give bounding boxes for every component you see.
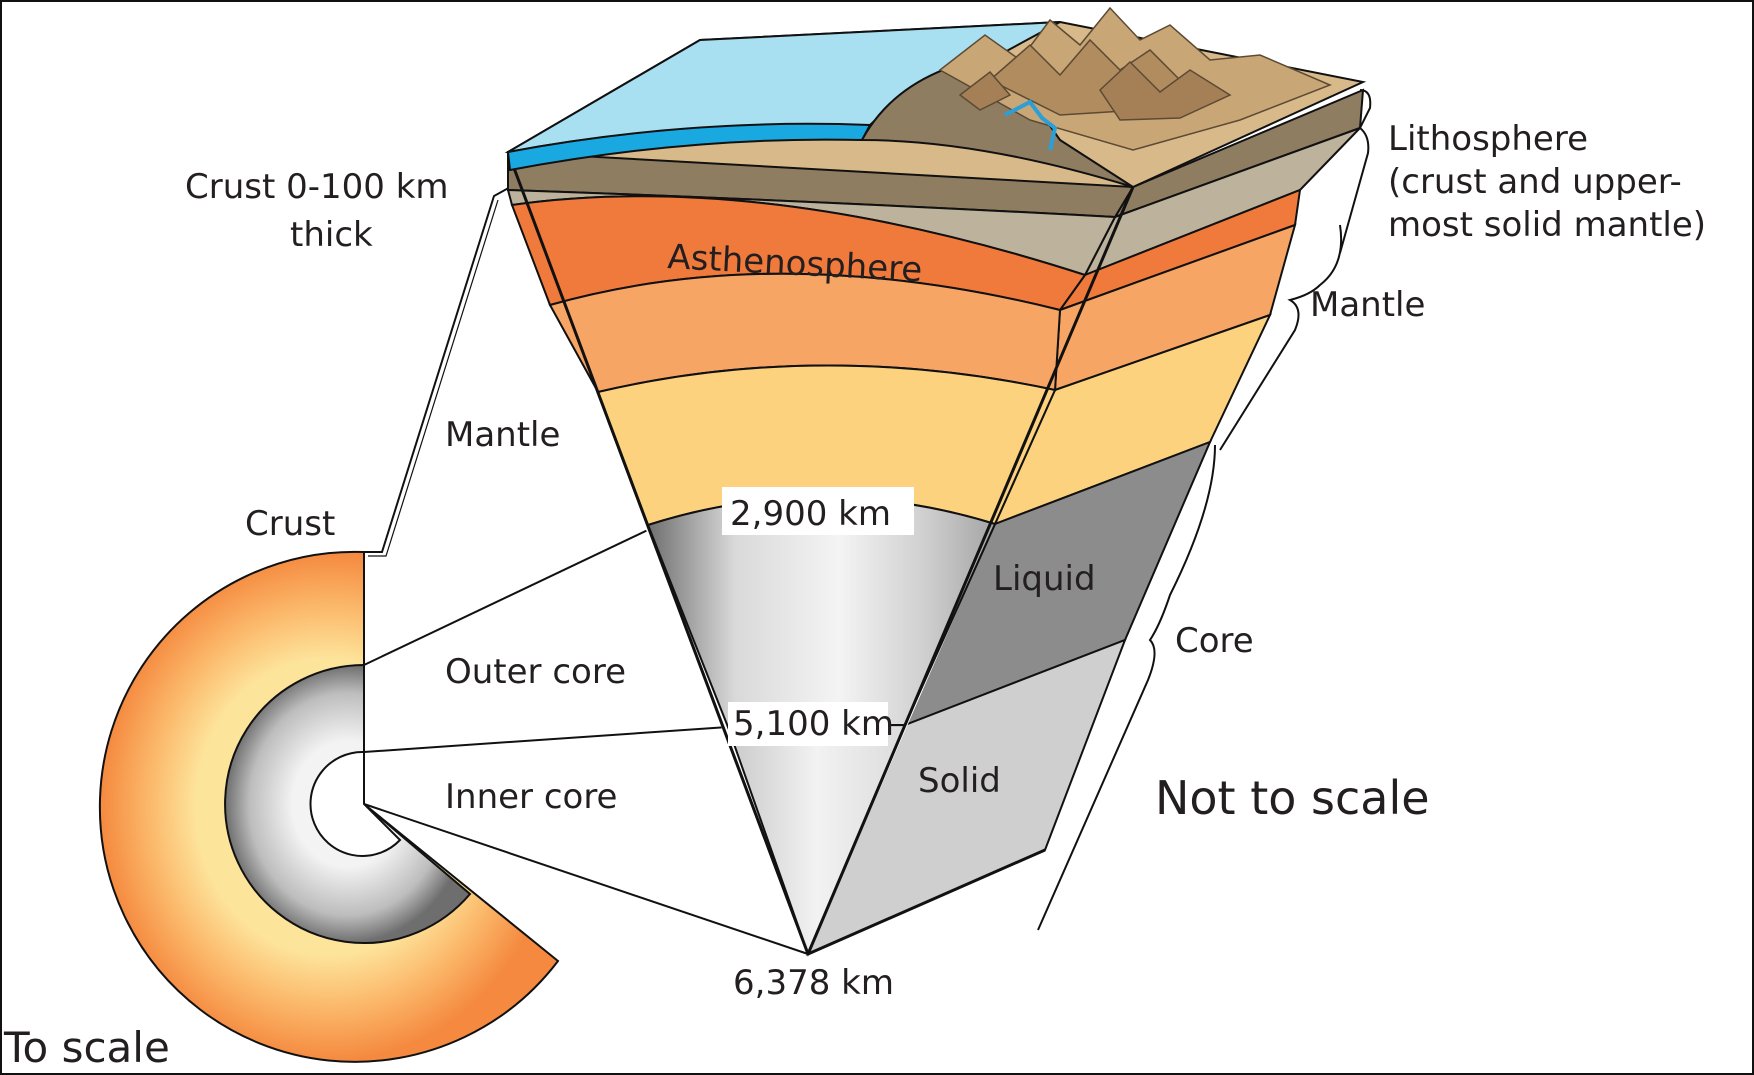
to-scale-cross-section [98, 184, 809, 1063]
right-braces [1037, 89, 1372, 931]
mantle-right-label: Mantle [1310, 285, 1425, 325]
depth-5100-bg [728, 702, 888, 746]
outer-core-label: Outer core [445, 652, 626, 692]
depth-5100-label: 5,100 km [733, 704, 894, 744]
depth-6378-label: 6,378 km [733, 963, 894, 1003]
outer-core-connector [363, 527, 653, 666]
crust-thickness-label-line1: Crust 0-100 km [185, 167, 449, 207]
continental-slope [860, 53, 1134, 188]
liquid-label: Liquid [993, 559, 1096, 599]
inner-core-label: Inner core [445, 777, 617, 817]
wedge-bottom-right-edge [807, 848, 1046, 956]
earth-wedge [504, 6, 1367, 957]
solid-label: Solid [918, 761, 1001, 801]
lithosphere-brace [1339, 89, 1372, 254]
mantle-left-label: Mantle [445, 415, 560, 455]
crust-connector-inner [368, 199, 499, 557]
lithosphere-label-line3: most solid mantle) [1388, 205, 1706, 245]
wedge-front-right-edge [806, 186, 1135, 955]
lithosphere-label-line1: Lithosphere [1388, 119, 1588, 159]
crust-connector [364, 184, 515, 553]
depth-2900-bg [722, 487, 914, 535]
center-connector [363, 803, 809, 955]
not-to-scale-label: Not to scale [1155, 771, 1430, 825]
river [1004, 99, 1058, 151]
core-brace [1037, 444, 1216, 931]
crust-label: Crust [245, 504, 335, 544]
wedge-left-edge [506, 151, 810, 955]
depth-2900-label: 2,900 km [730, 494, 891, 534]
inner-core-connector [363, 726, 729, 753]
sphere-inner-core [309, 750, 402, 857]
to-scale-label: To scale [3, 1023, 170, 1072]
core-label: Core [1175, 621, 1254, 661]
mantle-brace [1219, 224, 1343, 451]
crust-thickness-label-line2: thick [290, 215, 373, 255]
lithosphere-label-line2: (crust and upper- [1388, 162, 1682, 202]
